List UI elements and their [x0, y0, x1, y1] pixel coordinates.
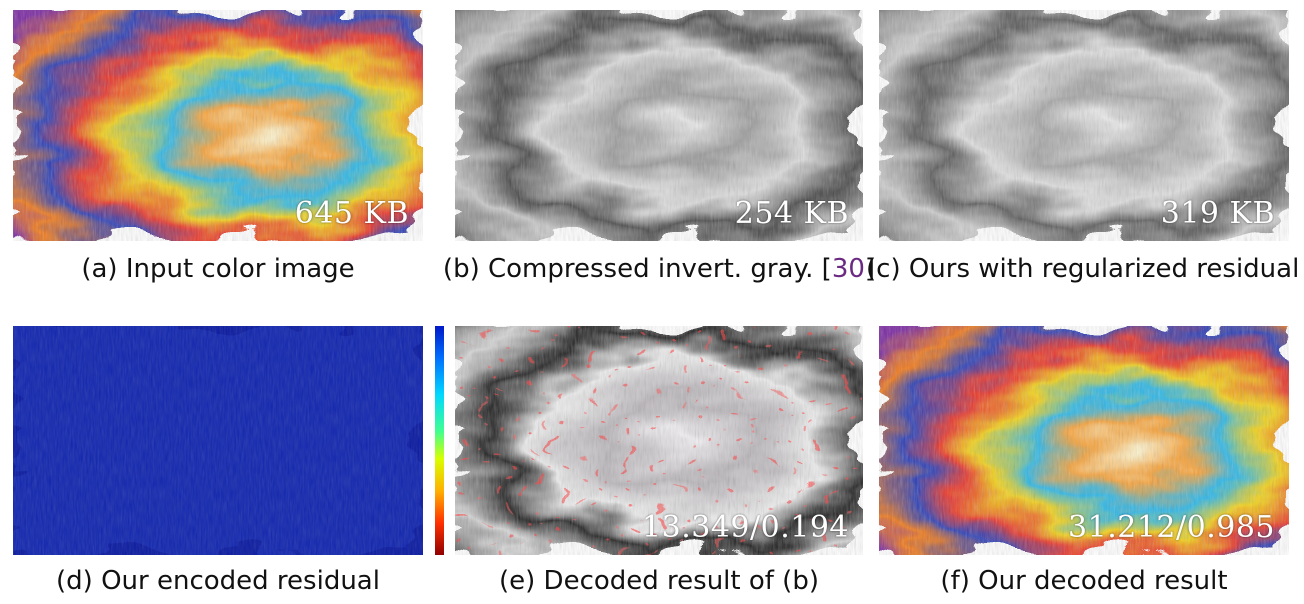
file-size-label: 645 KB — [294, 196, 409, 231]
caption-c: (c) Ours with regularized residual — [866, 254, 1300, 284]
panel-e-image: 13.349/0.194 — [455, 326, 863, 555]
psnr-ssim-label: 31.212/0.985 — [1068, 510, 1275, 545]
caption-b: (b) Compressed invert. gray. [30] — [440, 254, 878, 284]
panel-d-image — [13, 326, 423, 555]
panel-b-image: 254 KB — [455, 10, 863, 241]
file-size-label: 319 KB — [1160, 196, 1275, 231]
caption-a: (a) Input color image — [81, 254, 355, 284]
caption-f: (f) Our decoded result — [940, 566, 1228, 596]
file-size-label: 254 KB — [734, 196, 849, 231]
panel-c-image: 319 KB — [879, 10, 1289, 241]
panel-f-image: 31.212/0.985 — [879, 326, 1289, 555]
psnr-ssim-label: 13.349/0.194 — [642, 510, 849, 545]
caption-b-text: (b) Compressed invert. gray. [ — [442, 254, 832, 284]
caption-b-end: ] — [864, 254, 876, 284]
citation-link[interactable]: 30 — [831, 254, 865, 284]
colorbar — [435, 326, 444, 555]
panel-a-image: 645 KB — [13, 10, 423, 241]
caption-e: (e) Decoded result of (b) — [499, 566, 819, 596]
caption-d: (d) Our encoded residual — [56, 566, 380, 596]
